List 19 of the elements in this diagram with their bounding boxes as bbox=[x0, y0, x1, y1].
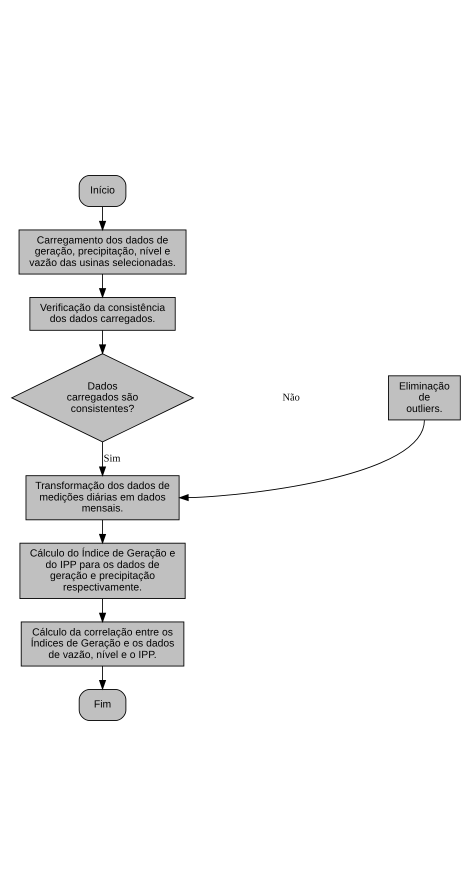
arrow bbox=[98, 206, 106, 231]
node-box: Transformação dos dados de medições diárias em dados mensais. bbox=[26, 474, 180, 520]
edge-label: Sim bbox=[104, 452, 120, 464]
node-box: Verificação da consistência dos dados carregados. bbox=[29, 296, 176, 330]
node-box: Cálculo da correlação entre os Índices de Geração e os dados de vazão, nível e o IPP. bbox=[20, 620, 184, 666]
node-box: Eliminação de outliers. bbox=[388, 374, 461, 420]
node-box: Cálculo do Índice de Geração e do IPP para os dados de geração e precipitação respectivamente. bbox=[19, 542, 186, 598]
arrow bbox=[98, 665, 106, 690]
arrow bbox=[98, 273, 106, 298]
label: Não bbox=[282, 392, 300, 403]
arrow bbox=[98, 598, 106, 623]
node-box: Início bbox=[78, 174, 126, 207]
arrow bbox=[98, 330, 106, 354]
node-diamond: Dados carregados são consistentes? bbox=[10, 352, 194, 442]
arrow bbox=[98, 441, 106, 476]
node-box: Carregamento dos dados de geração, precipitação, nível e vazão das usinas selecionadas. bbox=[18, 229, 186, 274]
arrow bbox=[98, 519, 106, 544]
node-box: Fim bbox=[78, 688, 126, 720]
arrow bbox=[178, 419, 425, 501]
